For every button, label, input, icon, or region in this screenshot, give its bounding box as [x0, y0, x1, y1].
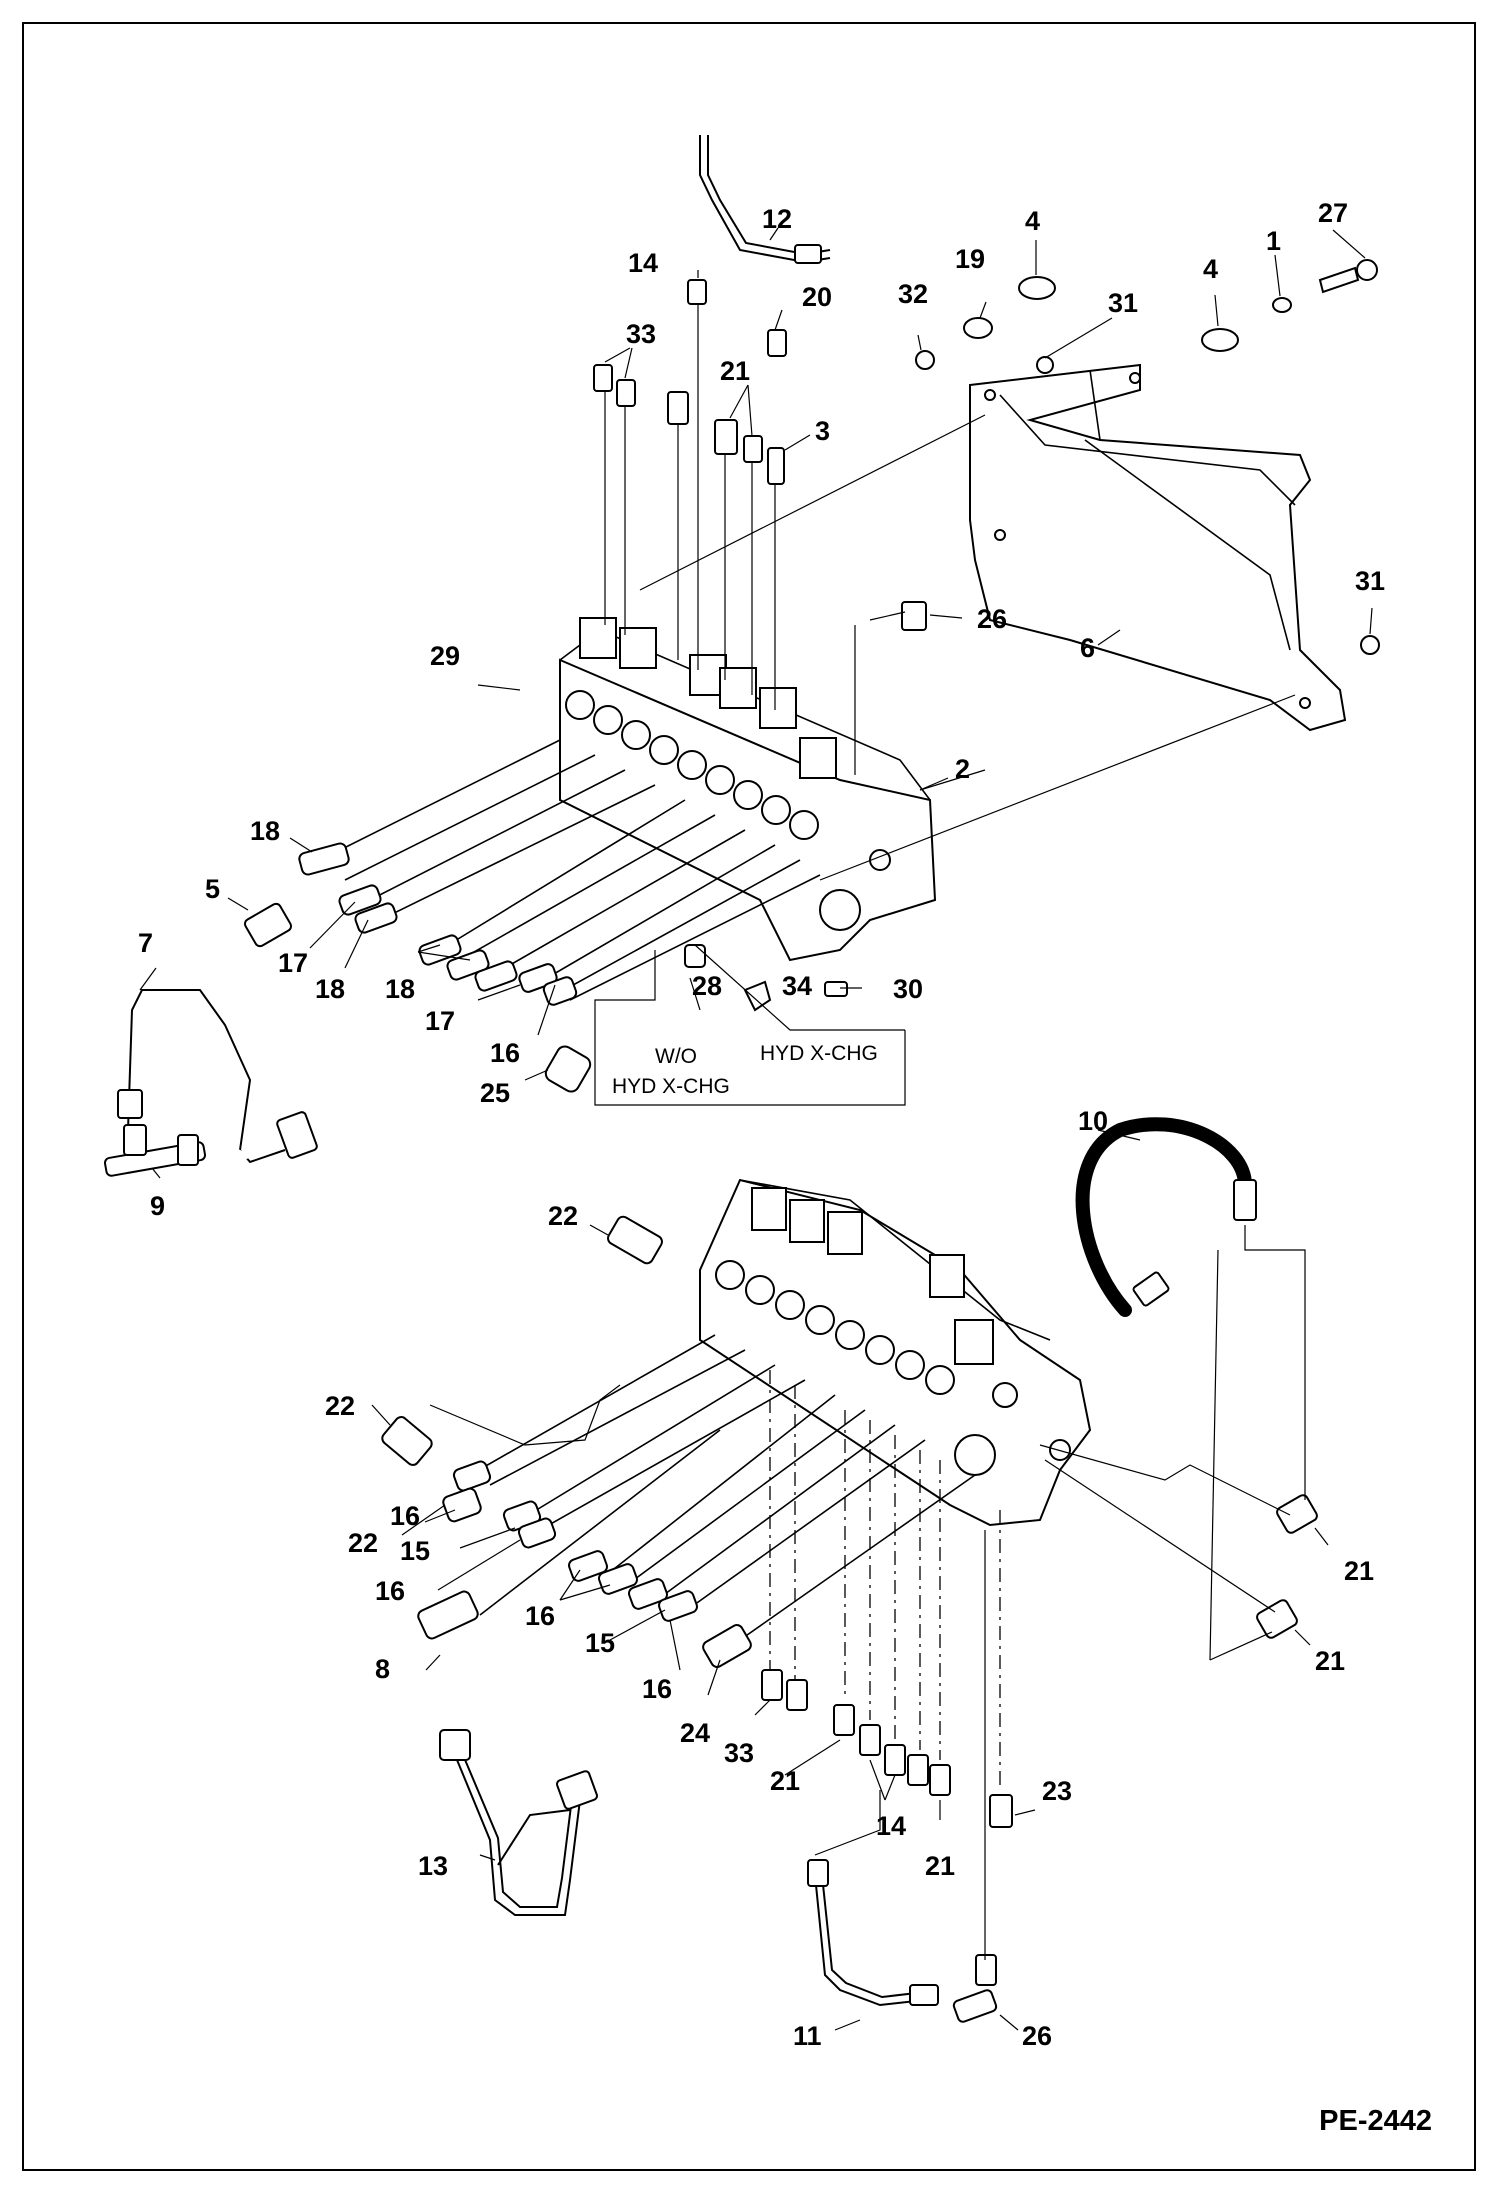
- callout-26: 26: [977, 604, 1007, 634]
- mounting-bracket: [969, 363, 1347, 732]
- callout-30: 30: [893, 974, 923, 1004]
- callout-16: 16: [490, 1038, 520, 1068]
- callout-31: 31: [1355, 566, 1385, 596]
- callout-21: 21: [1315, 1646, 1345, 1676]
- dash-lines-bottom: [769, 1370, 1001, 1790]
- callout-18: 18: [385, 974, 415, 1004]
- callout-27: 27: [1318, 198, 1348, 228]
- callout-4: 4: [1025, 206, 1040, 236]
- hose-10: [1075, 1117, 1257, 1317]
- leaders-top: [139, 227, 1373, 1179]
- callout-13: 13: [418, 1851, 448, 1881]
- callout-11: 11: [793, 2021, 822, 2051]
- callout-24: 24: [680, 1718, 710, 1748]
- tube-11: [807, 1859, 939, 2007]
- fittings-left-top: [244, 842, 848, 1093]
- callout-10: 10: [1078, 1106, 1108, 1136]
- tee-26-bottom: [952, 1954, 998, 2023]
- tee-9: [103, 1124, 207, 1177]
- callout-8: 8: [375, 1654, 390, 1684]
- callout-21: 21: [925, 1851, 955, 1881]
- wo-hyd-box: [594, 944, 906, 1106]
- callout-22: 22: [325, 1391, 355, 1421]
- callout-18: 18: [250, 816, 280, 846]
- note-wo-line2: HYD X-CHG: [612, 1075, 730, 1098]
- callout-15: 15: [585, 1628, 615, 1658]
- callout-26: 26: [1022, 2021, 1052, 2051]
- tubes-to-valve: [319, 739, 821, 1001]
- callout-29: 29: [430, 641, 460, 671]
- callout-20: 20: [802, 282, 832, 312]
- tubes-bottom: [469, 1334, 976, 1641]
- callout-34: 34: [782, 971, 812, 1001]
- callout-17: 17: [425, 1006, 455, 1036]
- fittings-bottom: [381, 1215, 1318, 1828]
- callout-32: 32: [898, 279, 928, 309]
- callout-31: 31: [1108, 288, 1138, 318]
- callout-16: 16: [642, 1674, 672, 1704]
- control-valve-bottom: [699, 1178, 1092, 1527]
- note-with-hyd: HYD X-CHG: [760, 1042, 878, 1065]
- callout-labels: 12 14 20 33 21 3 32 19 4 31 4 1 27 31 26…: [138, 198, 1385, 2051]
- callout-15: 15: [400, 1536, 430, 1566]
- projection-lines-top: [639, 414, 1296, 881]
- callout-6: 6: [1080, 633, 1095, 663]
- callout-21: 21: [1344, 1556, 1374, 1586]
- callout-16: 16: [525, 1601, 555, 1631]
- note-wo-line1: W/O: [655, 1045, 697, 1068]
- callout-22: 22: [548, 1201, 578, 1231]
- tube-7: [117, 989, 318, 1164]
- small-fittings-top: [593, 279, 927, 631]
- tube-13: [439, 1729, 598, 1916]
- callout-16: 16: [375, 1576, 405, 1606]
- drawing-code: PE-2442: [1319, 2105, 1432, 2137]
- callout-2: 2: [955, 754, 970, 784]
- control-valve-top: [559, 617, 937, 962]
- tube-12: [699, 135, 831, 264]
- callout-33: 33: [724, 1738, 754, 1768]
- callout-17: 17: [278, 948, 308, 978]
- callout-5: 5: [205, 874, 220, 904]
- callout-16: 16: [390, 1501, 420, 1531]
- callout-14: 14: [628, 248, 658, 278]
- callout-25: 25: [480, 1078, 510, 1108]
- callout-33: 33: [626, 319, 656, 349]
- callout-28: 28: [692, 971, 722, 1001]
- callout-7: 7: [138, 928, 153, 958]
- callout-18: 18: [315, 974, 345, 1004]
- callout-9: 9: [150, 1191, 165, 1221]
- callout-3: 3: [815, 416, 830, 446]
- hardware-top-right: [915, 259, 1380, 655]
- callout-1: 1: [1266, 226, 1281, 256]
- callout-22: 22: [348, 1528, 378, 1558]
- callout-14: 14: [876, 1811, 906, 1841]
- callout-12: 12: [762, 204, 792, 234]
- callout-19: 19: [955, 244, 985, 274]
- callout-23: 23: [1042, 1776, 1072, 1806]
- vertical-fitting-lines: [604, 300, 776, 710]
- callout-4: 4: [1203, 254, 1218, 284]
- note-labels: W/O HYD X-CHG HYD X-CHG: [612, 1042, 878, 1098]
- callout-21: 21: [770, 1766, 800, 1796]
- drawing-frame: [22, 22, 1476, 2171]
- callout-21: 21: [720, 356, 750, 386]
- leaders-bottom: [371, 1129, 1329, 2031]
